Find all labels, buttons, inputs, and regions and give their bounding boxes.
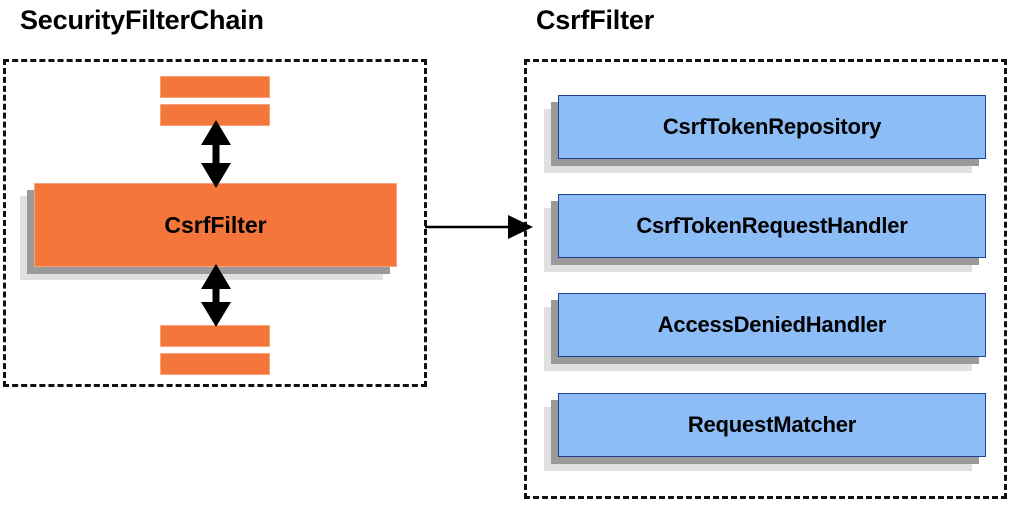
component-label-4: RequestMatcher	[687, 412, 857, 437]
component-box-access-denied-handler[interactable]: AccessDeniedHandler	[558, 293, 986, 357]
component-box-csrf-token-request-handler[interactable]: CsrfTokenRequestHandler	[558, 194, 986, 258]
component-label-1: CsrfTokenRepository	[662, 114, 882, 139]
filter-bar-top-2	[160, 104, 270, 126]
csrffilter-expansion-arrow	[425, 215, 533, 239]
component-label-2: CsrfTokenRequestHandler	[636, 213, 908, 238]
csrf-filter-box[interactable]: CsrfFilter	[34, 183, 397, 267]
component-box-request-matcher[interactable]: RequestMatcher	[558, 393, 986, 457]
filter-bar-bottom-1	[160, 325, 270, 347]
filter-bar-top-1	[160, 76, 270, 98]
component-box-csrf-token-repository[interactable]: CsrfTokenRepository	[558, 95, 986, 159]
security-filter-chain-container	[3, 59, 427, 387]
csrf-filter-box-label: CsrfFilter	[164, 211, 267, 238]
filter-bar-bottom-2	[160, 353, 270, 375]
page-title-security-filter-chain: SecurityFilterChain	[20, 5, 264, 35]
component-label-3: AccessDeniedHandler	[657, 312, 887, 337]
csrf-filter-components-container	[524, 59, 1007, 499]
page-title-csrf-filter: CsrfFilter	[536, 5, 655, 35]
